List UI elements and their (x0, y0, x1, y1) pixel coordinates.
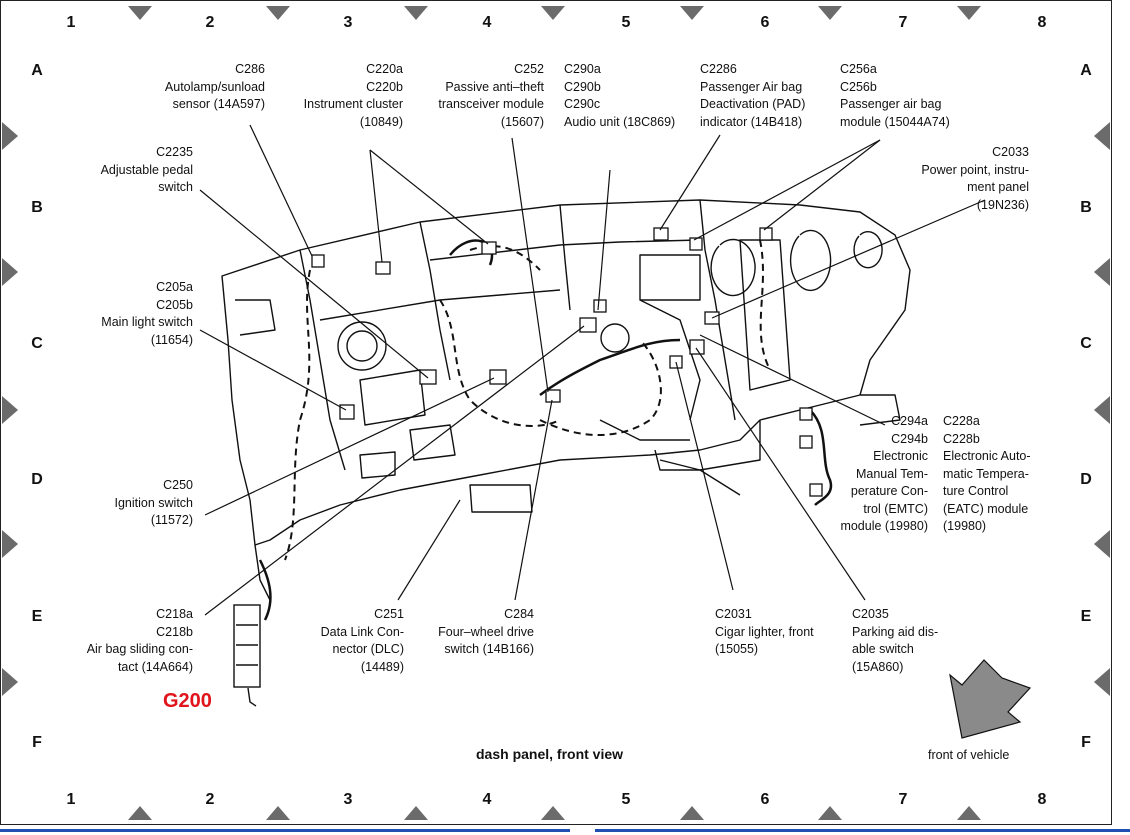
label-c251: C251 Data Link Con- nector (DLC) (14489) (320, 607, 404, 674)
grid-row-b-left: B (31, 199, 43, 216)
grid-row-f-right: F (1081, 734, 1091, 751)
grid-col-7-bottom: 7 (898, 791, 908, 808)
leader-lines (199, 124, 986, 616)
wire-harness (284, 239, 771, 561)
grid-row-d-right: D (1080, 471, 1092, 488)
front-of-vehicle-arrow (949, 659, 1032, 739)
grid-col-5-bottom: 5 (621, 791, 631, 808)
label-c294: C294a C294b Electronic Manual Tem- perat… (840, 414, 928, 533)
front-of-vehicle-label: front of vehicle (928, 748, 1010, 762)
label-c256: C256a C256b Passenger air bag module (15… (840, 62, 950, 129)
clockspring (233, 604, 261, 707)
dash-outline (221, 199, 911, 601)
diagram-frame (0, 0, 1112, 825)
grid-col-3-bottom: 3 (343, 791, 353, 808)
ground-label: G200 (163, 690, 212, 712)
label-c2035: C2035 Parking aid dis- able switch (15A8… (852, 607, 939, 674)
grid-row-a-right: A (1080, 62, 1092, 79)
grid-row-e-left: E (31, 608, 43, 625)
bottom-bar-right (595, 829, 1130, 832)
grid-col-5-top: 5 (621, 14, 631, 31)
grid-col-2-top: 2 (205, 14, 215, 31)
label-c2031: C2031 Cigar lighter, front (15055) (715, 607, 814, 656)
border-markers (2, 6, 1110, 820)
grid-row-d-left: D (31, 471, 43, 488)
label-c218: C218a C218b Air bag sliding con- tact (1… (86, 607, 193, 674)
grid-col-4-bottom: 4 (482, 791, 492, 808)
grid-col-1-top: 1 (66, 14, 76, 31)
grid-col-3-top: 3 (343, 14, 353, 31)
grid-col-7-top: 7 (898, 14, 908, 31)
label-c2033: C2033 Power point, instru- ment panel (1… (921, 145, 1029, 212)
grid-col-2-bottom: 2 (205, 791, 215, 808)
grid-col-6-top: 6 (760, 14, 770, 31)
grid-col-8-top: 8 (1037, 14, 1047, 31)
grid-col-8-bottom: 8 (1037, 791, 1047, 808)
grid-col-1-bottom: 1 (66, 791, 76, 808)
grid-row-c-right: C (1080, 335, 1092, 352)
grid-row-a-left: A (31, 62, 43, 79)
label-c286: C286 Autolamp/sunload sensor (14A597) (164, 62, 265, 111)
wire-bundles (258, 239, 833, 621)
grid-col-6-bottom: 6 (760, 791, 770, 808)
label-c205: C205a C205b Main light switch (11654) (101, 280, 193, 347)
bottom-bar-left (0, 829, 570, 832)
label-c252: C252 Passive anti–theft transceiver modu… (438, 62, 544, 129)
label-c228: C228a C228b Electronic Auto- matic Tempe… (943, 414, 1031, 533)
grid-row-e-right: E (1080, 608, 1092, 625)
connectors (311, 227, 823, 497)
label-c290: C290a C290b C290c Audio unit (18C869) (564, 62, 676, 129)
grid-row-b-right: B (1080, 199, 1092, 216)
label-c2235: C2235 Adjustable pedal switch (100, 145, 193, 194)
label-c220: C220a C220b Instrument cluster (10849) (303, 62, 403, 129)
grid-row-f-left: F (32, 734, 42, 751)
grid-row-c-left: C (31, 335, 43, 352)
diagram-caption: dash panel, front view (476, 746, 624, 762)
label-c2286: C2286 Passenger Air bag Deactivation (PA… (700, 62, 806, 129)
grid-col-4-top: 4 (482, 14, 492, 31)
label-c284: C284 Four–wheel drive switch (14B166) (438, 607, 534, 656)
label-c250: C250 Ignition switch (11572) (114, 478, 193, 527)
